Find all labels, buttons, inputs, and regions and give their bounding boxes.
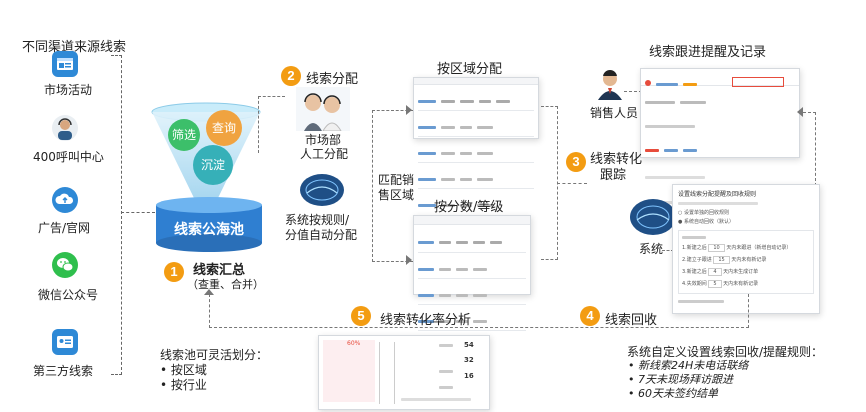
system-label: 系统 bbox=[639, 242, 664, 256]
pool-to-assign-arrow bbox=[258, 96, 285, 153]
step2-badge: 2 bbox=[281, 66, 301, 86]
source-label-ads-website: 广告/官网 bbox=[38, 221, 91, 235]
followup-record-screenshot bbox=[640, 68, 800, 227]
step3-title-2: 跟踪 bbox=[600, 168, 627, 183]
reclaim-rule-row: 3.新建之后 4 天内未生成订单 bbox=[682, 268, 759, 276]
custom-rule-item: • 新线索24H未电话联络 bbox=[628, 359, 749, 372]
step4-badge: 4 bbox=[580, 306, 600, 326]
to-followup-connector bbox=[541, 106, 558, 260]
cloud-upload-icon bbox=[52, 187, 78, 213]
analysis-value: 54 bbox=[464, 341, 474, 349]
browser-window-icon bbox=[52, 51, 78, 77]
step3-badge: 3 bbox=[566, 152, 586, 172]
custom-rule-item: • 60天未签约结单 bbox=[628, 387, 718, 400]
by-score-title: 按分数/等级 bbox=[434, 200, 504, 215]
source-label-third-party: 第三方线索 bbox=[33, 364, 94, 378]
reclaim-option[interactable]: ● 系统自动回收（默认） bbox=[678, 219, 734, 225]
reclaim-rule-row: 2.建立子跟进 15 天内未有新记录 bbox=[682, 256, 767, 264]
reclaim-rules-form: 设置线索分配提醒及回收规则 ○ 设置单独的回收规则 ● 系统自动回收（默认） 1… bbox=[672, 184, 820, 314]
step1-badge: 1 bbox=[164, 262, 184, 282]
source-label-wechat: 微信公众号 bbox=[38, 288, 99, 302]
match-region-label-1: 匹配销 bbox=[378, 173, 415, 187]
step1-title: 线索汇总 bbox=[193, 263, 246, 278]
sources-title: 不同渠道来源线索 bbox=[22, 40, 127, 55]
by-region-title: 按区域分配 bbox=[437, 62, 503, 77]
system-connector bbox=[662, 250, 674, 251]
score-assign-screenshot bbox=[413, 215, 531, 349]
salesperson-connector bbox=[624, 91, 642, 92]
step4-title: 线索回收 bbox=[605, 313, 658, 328]
source-label-market: 市场活动 bbox=[44, 83, 93, 97]
reclaim-option[interactable]: ○ 设置单独的回收规则 bbox=[678, 210, 729, 216]
salesperson-icon bbox=[598, 70, 622, 100]
custom-rules-list: • 新线索24H未电话联络 • 7天未现场拜访跟进 • 60天未签约结单 bbox=[628, 359, 748, 401]
manual-assign-label-1: 市场部 bbox=[305, 133, 342, 147]
custom-rules-title: 系统自定义设置线索回收/提醒规则： bbox=[627, 345, 824, 359]
to-followup-connector-h bbox=[557, 183, 587, 184]
system-globe-icon bbox=[630, 199, 676, 235]
arrow-head bbox=[406, 255, 412, 265]
rule-value-input[interactable]: 4 bbox=[708, 268, 722, 276]
reclaim-rule-row: 4.失效期间 5 天内未有新记录 bbox=[682, 280, 759, 288]
custom-rule-item: • 7天未现场拜访跟进 bbox=[628, 373, 733, 386]
match-region-label-2: 售区域 bbox=[378, 188, 415, 202]
lead-pool-cylinder bbox=[156, 197, 262, 252]
analysis-percent: 60% bbox=[347, 340, 361, 347]
pool-split-title: 线索池可灵活划分： bbox=[160, 348, 269, 362]
lead-pool-label: 线索公海池 bbox=[174, 222, 244, 238]
pool-split-item: • 按行业 bbox=[160, 378, 207, 392]
call-center-agent-icon bbox=[52, 115, 78, 141]
step3-title: 线索转化 bbox=[590, 152, 643, 167]
arrow-head bbox=[204, 289, 214, 295]
salesperson-label: 销售人员 bbox=[590, 106, 639, 120]
query-bubble: 查询 bbox=[206, 110, 242, 146]
step2-title: 线索分配 bbox=[306, 72, 359, 87]
settle-bubble: 沉淀 bbox=[193, 145, 233, 185]
rule-value-input[interactable]: 10 bbox=[708, 244, 725, 252]
rule-value-input[interactable]: 15 bbox=[713, 256, 730, 264]
wechat-icon bbox=[52, 252, 78, 278]
followup-title: 线索跟进提醒及记录 bbox=[649, 45, 767, 60]
step5-title: 线索转化率分析 bbox=[380, 313, 472, 328]
id-card-icon bbox=[52, 329, 78, 355]
sources-bracket-link bbox=[121, 212, 155, 213]
step5-badge: 5 bbox=[351, 306, 371, 326]
step1-subtitle: （查重、合并） bbox=[187, 278, 264, 291]
rule-value-input[interactable]: 5 bbox=[708, 280, 722, 288]
manual-assign-label-2: 人工分配 bbox=[300, 147, 349, 161]
conversion-analysis-screenshot: 60% 54 32 16 bbox=[318, 335, 490, 410]
filter-bubble: 筛选 bbox=[168, 119, 200, 151]
arrow-head bbox=[406, 105, 412, 115]
auto-assign-label-1: 系统按规则/ bbox=[285, 213, 350, 227]
bottom-loop-connector bbox=[209, 294, 749, 328]
arrow-head bbox=[797, 107, 803, 117]
reclaim-rule-row: 1.新建之后 10 天内未跟进（新增自动记录） bbox=[682, 244, 792, 252]
assign-connector bbox=[372, 110, 413, 262]
headset-agents-icon bbox=[296, 87, 350, 131]
pool-split-item: • 按区域 bbox=[160, 363, 207, 377]
source-label-call-center: 400呼叫中心 bbox=[33, 150, 104, 164]
analysis-value: 16 bbox=[464, 372, 474, 380]
reclaim-form-title: 设置线索分配提醒及回收规则 bbox=[678, 191, 757, 198]
system-rules-globe-icon bbox=[300, 174, 344, 206]
analysis-value: 32 bbox=[464, 356, 474, 364]
sources-bracket bbox=[111, 55, 122, 375]
pool-split-list: 线索池可灵活划分： • 按区域 • 按行业 bbox=[160, 348, 268, 393]
region-assign-screenshot bbox=[413, 77, 539, 207]
auto-assign-label-2: 分值自动分配 bbox=[285, 228, 358, 242]
